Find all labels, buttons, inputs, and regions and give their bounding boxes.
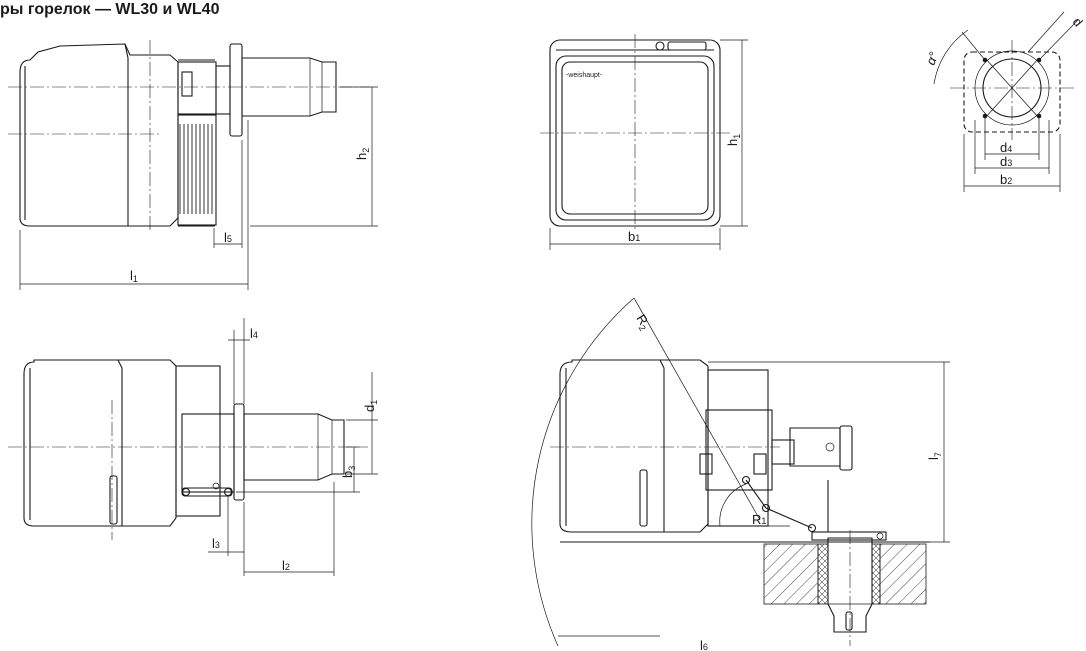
dim-l3: l3 — [212, 536, 220, 551]
side-view-bottom: l4 d1 b3 l3 l2 — [8, 318, 379, 576]
dim-l6: l6 — [700, 638, 708, 651]
front-view: -weishaupt- h1 b1 — [540, 34, 748, 250]
dim-d3: d3 — [1000, 154, 1012, 169]
dim-R1: R1 — [752, 512, 766, 527]
swung-out-view: R2 l7 R1 l6 — [531, 297, 950, 651]
dim-alpha: α° — [923, 50, 942, 67]
dim-h1: h1 — [725, 134, 742, 146]
dim-d-corner: d — [1070, 14, 1086, 29]
drawing-title: ры горелок — WL30 и WL40 — [0, 1, 220, 18]
cooling-fins — [179, 124, 213, 214]
dim-l2: l2 — [282, 558, 290, 573]
dim-l1: l1 — [130, 268, 138, 284]
dim-d4: d4 — [1000, 140, 1012, 155]
dim-b3: b3 — [340, 466, 357, 478]
dim-l4: l4 — [250, 326, 258, 341]
dim-b2: b2 — [1000, 172, 1012, 187]
flange-hole-pattern: α° d d4 d3 b2 — [923, 11, 1086, 192]
brand-label: -weishaupt- — [566, 72, 603, 79]
dim-l7: l7 — [926, 452, 943, 460]
dim-b1: b1 — [628, 229, 640, 244]
dim-l5: l5 — [224, 230, 232, 245]
dim-d1: d1 — [362, 400, 379, 412]
side-view-top: h2 l5 l1 — [8, 40, 378, 290]
dim-R2: R2 — [632, 312, 654, 333]
dim-h2: h2 — [354, 148, 371, 160]
